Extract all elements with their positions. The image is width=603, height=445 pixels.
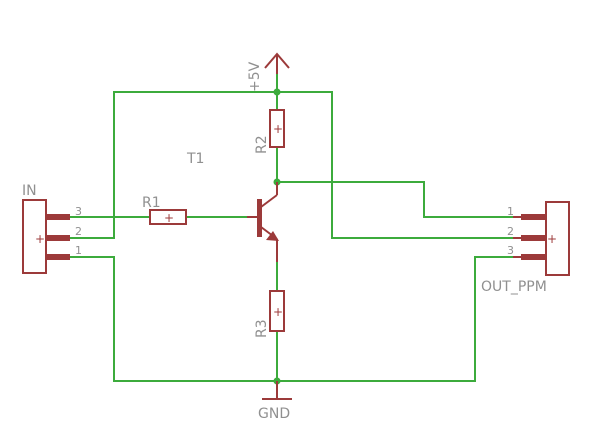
in-pin-2-number: 2: [75, 225, 82, 238]
r2-label: R2: [254, 135, 270, 154]
in-pin-3-number: 3: [75, 205, 82, 218]
out-pin-3-pad: [521, 254, 546, 260]
resistor-r1: +: [149, 209, 187, 225]
in-pin-2-pad: [46, 235, 70, 241]
r3-body: [269, 290, 285, 332]
ground-label: GND: [258, 406, 290, 422]
r3-marker: +: [273, 305, 283, 319]
transistor-t1: [247, 182, 279, 262]
out-pin-1-pad: [521, 214, 546, 220]
resistor-r2: +: [269, 109, 285, 148]
r3-label: R3: [254, 319, 270, 338]
out-pin-3-number: 3: [507, 244, 514, 257]
t1-emitter-arrow-icon: [266, 231, 279, 241]
r1-marker: +: [164, 211, 174, 225]
in-pin-1-number: 1: [75, 244, 82, 257]
wire-supply-net: [69, 91, 514, 239]
r2-marker: +: [273, 122, 283, 136]
r2-body: [269, 109, 285, 148]
out-connector-marker: +: [547, 232, 557, 246]
t1-base-bar: [257, 199, 262, 237]
in-connector-label: IN: [22, 183, 37, 199]
r1-label: R1: [142, 195, 161, 211]
out-pin-2-number: 2: [507, 225, 514, 238]
in-pin-1-pad: [46, 254, 70, 260]
out-connector-label: OUT_PPM: [481, 279, 547, 295]
supply-symbol: [264, 52, 290, 74]
resistor-r3: +: [269, 290, 285, 332]
r1-body: [149, 209, 187, 225]
out-pin-1-number: 1: [507, 205, 514, 218]
out-connector: +: [513, 201, 570, 276]
transistor-label: T1: [186, 151, 204, 167]
wires: [69, 71, 514, 399]
wire-collector-to-out: [276, 181, 514, 218]
in-pin-3-pad: [46, 214, 70, 220]
in-connector: +: [22, 199, 70, 274]
supply-label: +5V: [247, 61, 263, 92]
t1-collector-lead: [260, 194, 278, 208]
out-pin-2-pad: [521, 235, 546, 241]
wire-ground-net: [69, 256, 514, 382]
supply-arrow-icon: [264, 52, 290, 69]
ground-symbol: [262, 381, 292, 400]
in-connector-marker: +: [35, 232, 45, 246]
junction-supply: [273, 88, 281, 96]
